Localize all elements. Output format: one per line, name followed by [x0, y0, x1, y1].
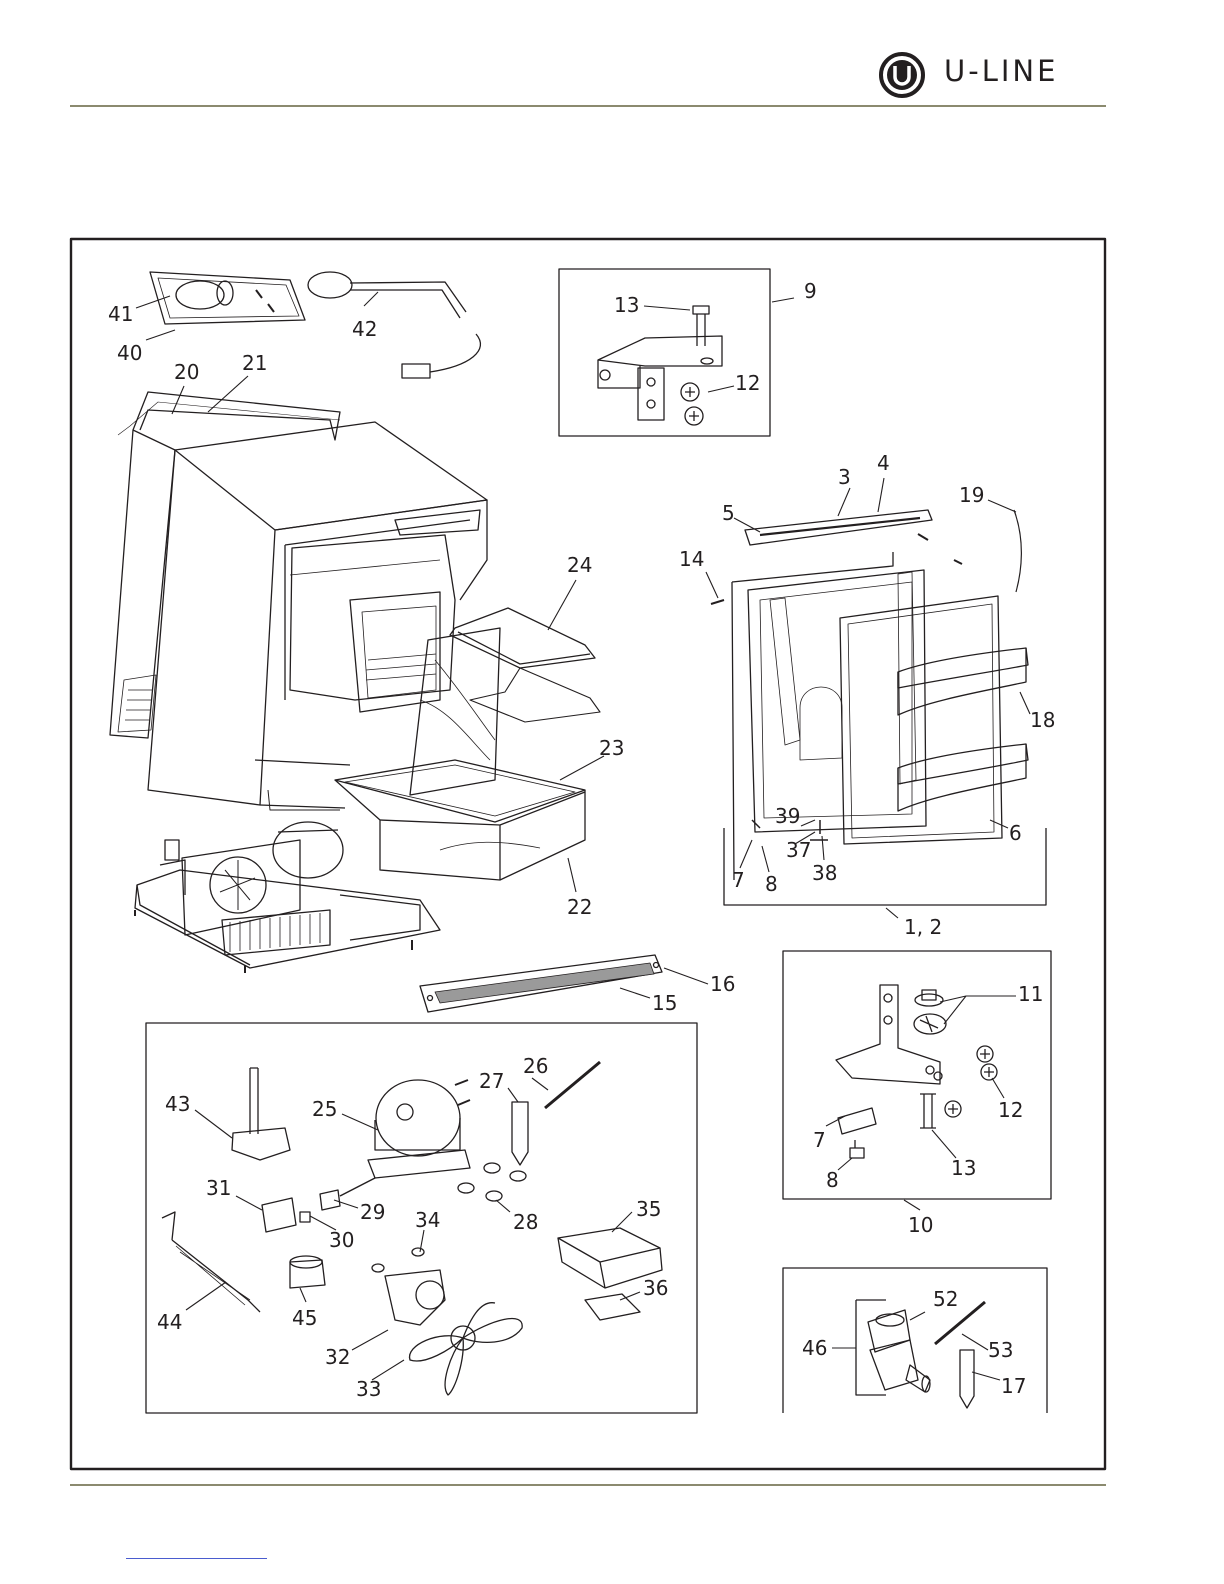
shelves [450, 608, 600, 722]
callout-32: 32 [325, 1345, 350, 1369]
callout-53: 53 [988, 1338, 1013, 1362]
callout-52: 52 [933, 1287, 958, 1311]
base-compartment [135, 822, 440, 973]
callout-25: 25 [312, 1097, 337, 1121]
callout-37: 37 [786, 838, 811, 862]
crisper-drawer [335, 760, 585, 880]
callout-36: 36 [643, 1276, 668, 1300]
callout-45: 45 [292, 1306, 317, 1330]
freezer-compartment [290, 535, 500, 795]
callout-26: 26 [523, 1054, 548, 1078]
callout-31: 31 [206, 1176, 231, 1200]
footer-rule [70, 1484, 1106, 1486]
callout-3: 3 [838, 465, 851, 489]
callout-44: 44 [157, 1310, 182, 1334]
callout-39: 39 [775, 804, 800, 828]
callout-46: 46 [802, 1336, 827, 1360]
hinge-assembly-10 [783, 951, 1051, 1199]
callout-4: 4 [877, 451, 890, 475]
callout-43: 43 [165, 1092, 190, 1116]
callout-42: 42 [352, 317, 377, 341]
callout-41: 41 [108, 302, 133, 326]
callout-8b: 8 [826, 1168, 839, 1192]
callout-21: 21 [242, 351, 267, 375]
door-assembly [711, 510, 1046, 905]
callout-19: 19 [959, 483, 984, 507]
callout-11: 11 [1018, 982, 1043, 1006]
callout-29: 29 [360, 1200, 385, 1224]
light-assembly [150, 272, 480, 378]
callout-34: 34 [415, 1208, 440, 1232]
callout-23: 23 [599, 736, 624, 760]
callout-5: 5 [722, 501, 735, 525]
callout-12b: 12 [998, 1098, 1023, 1122]
callout-30: 30 [329, 1228, 354, 1252]
callout-24: 24 [567, 553, 592, 577]
footer-link-underline[interactable] [126, 1558, 267, 1559]
callout-28: 28 [513, 1210, 538, 1234]
callout-35: 35 [636, 1197, 661, 1221]
callout-18: 18 [1030, 708, 1055, 732]
callout-8a: 8 [765, 872, 778, 896]
callout-7a: 7 [732, 868, 745, 892]
diagram-frame [71, 239, 1105, 1469]
callout-9: 9 [804, 279, 817, 303]
callout-13b: 13 [951, 1156, 976, 1180]
cabinet [110, 392, 487, 810]
callout-6: 6 [1009, 821, 1022, 845]
callout-7b: 7 [813, 1128, 826, 1152]
callout-10: 10 [908, 1213, 933, 1237]
callout-40: 40 [117, 341, 142, 365]
callout-22: 22 [567, 895, 592, 919]
callout-16: 16 [710, 972, 735, 996]
hinge-assembly-9 [559, 269, 770, 436]
callout-33: 33 [356, 1377, 381, 1401]
callout-27: 27 [479, 1069, 504, 1093]
callout-15: 15 [652, 991, 677, 1015]
callout-17: 17 [1001, 1374, 1026, 1398]
callout-38: 38 [812, 861, 837, 885]
callout-20: 20 [174, 360, 199, 384]
callout-13a: 13 [614, 293, 639, 317]
kick-plate [420, 955, 662, 1012]
callout-12a: 12 [735, 371, 760, 395]
callout-14: 14 [679, 547, 704, 571]
callout-1-2: 1, 2 [904, 915, 942, 939]
